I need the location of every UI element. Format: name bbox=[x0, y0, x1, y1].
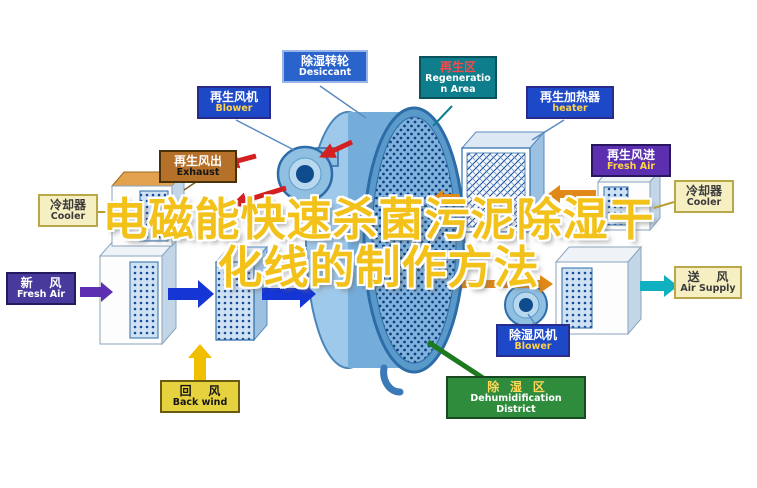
label-air-supply-zh: 送风 bbox=[687, 270, 746, 284]
label-regen-heater: 再生加热器 heater bbox=[526, 86, 614, 119]
label-back-wind-en: Back wind bbox=[172, 397, 228, 409]
label-dehum-district: 除湿区 Dehumidification District bbox=[446, 376, 586, 420]
label-cooler-left: 冷却器 Cooler bbox=[38, 194, 98, 227]
label-regen-blower: 再生风机 Blower bbox=[197, 86, 271, 119]
label-exhaust-zh: 再生风出 bbox=[173, 154, 222, 168]
label-air-supply-en: Air Supply bbox=[680, 283, 736, 295]
label-dehum-district-zh: 除湿区 bbox=[487, 380, 556, 394]
label-connector-lines bbox=[98, 85, 675, 383]
air-supply-arrow bbox=[640, 275, 678, 297]
cooler-unit-left bbox=[110, 170, 186, 248]
coil-unit-mid bbox=[214, 245, 269, 342]
label-dehum-blower: 除湿风机 Blower bbox=[496, 324, 570, 357]
process-air-arrow-2 bbox=[262, 280, 316, 308]
label-regen-area: 再生区 Regeneration Area bbox=[419, 56, 497, 100]
process-air-arrow-1 bbox=[168, 280, 214, 308]
wheel-seal-bracket bbox=[380, 364, 404, 396]
heater-unit bbox=[460, 130, 546, 234]
ahu-unit-right bbox=[554, 245, 643, 336]
ahu-unit-left bbox=[98, 238, 178, 346]
label-exhaust: 再生风出 Exhaust bbox=[159, 150, 237, 183]
label-regen-heater-zh: 再生加热器 bbox=[539, 90, 600, 104]
label-cooler-left-en: Cooler bbox=[50, 211, 86, 223]
label-cooler-right: 冷却器 Cooler bbox=[674, 180, 734, 213]
label-regen-fresh-air-en: Fresh Air bbox=[606, 161, 656, 173]
fresh-air-arrow bbox=[80, 282, 113, 302]
regen-in-arrow-2 bbox=[432, 190, 460, 206]
label-regen-fresh-air: 再生风进 Fresh Air bbox=[591, 144, 671, 177]
dehum-district-link-line bbox=[426, 339, 488, 383]
label-regen-blower-zh: 再生风机 bbox=[209, 90, 258, 104]
label-cooler-left-zh: 冷却器 bbox=[49, 198, 86, 212]
back-wind-arrow bbox=[188, 344, 212, 382]
label-regen-area-zh: 再生区 bbox=[439, 60, 476, 74]
dehum-fan-icon bbox=[504, 283, 548, 327]
label-air-supply: 送风 Air Supply bbox=[674, 266, 742, 299]
label-back-wind-zh: 回风 bbox=[179, 384, 238, 398]
cooler-unit-right bbox=[596, 168, 662, 232]
label-desiccant: 除湿转轮 Desiccant bbox=[282, 50, 368, 83]
label-desiccant-zh: 除湿转轮 bbox=[300, 54, 349, 68]
regen-out-arrow-1 bbox=[319, 139, 354, 159]
label-dehum-district-en: Dehumidification District bbox=[470, 393, 562, 415]
regen-out-arrow-2 bbox=[230, 185, 287, 208]
label-cooler-right-en: Cooler bbox=[686, 197, 722, 209]
regen-in-arrow-1 bbox=[548, 185, 596, 203]
label-regen-blower-en: Blower bbox=[215, 103, 253, 115]
label-dehum-blower-zh: 除湿风机 bbox=[508, 328, 557, 342]
label-back-wind: 回风 Back wind bbox=[160, 380, 240, 413]
label-exhaust-en: Exhaust bbox=[176, 167, 220, 179]
flow-arrows bbox=[80, 139, 678, 382]
regen-fan-icon bbox=[276, 145, 339, 203]
label-regen-area-en: Regeneration Area bbox=[425, 73, 491, 95]
label-regen-heater-en: heater bbox=[552, 103, 588, 115]
dehum-out-arrow bbox=[462, 275, 553, 293]
label-fresh-air-zh: 新风 bbox=[20, 276, 79, 290]
label-cooler-right-zh: 冷却器 bbox=[685, 184, 722, 198]
label-desiccant-en: Desiccant bbox=[298, 67, 352, 79]
label-fresh-air: 新风 Fresh Air bbox=[6, 272, 76, 305]
label-fresh-air-en: Fresh Air bbox=[16, 289, 66, 301]
label-regen-fresh-air-zh: 再生风进 bbox=[606, 148, 655, 162]
label-dehum-blower-en: Blower bbox=[514, 341, 552, 353]
